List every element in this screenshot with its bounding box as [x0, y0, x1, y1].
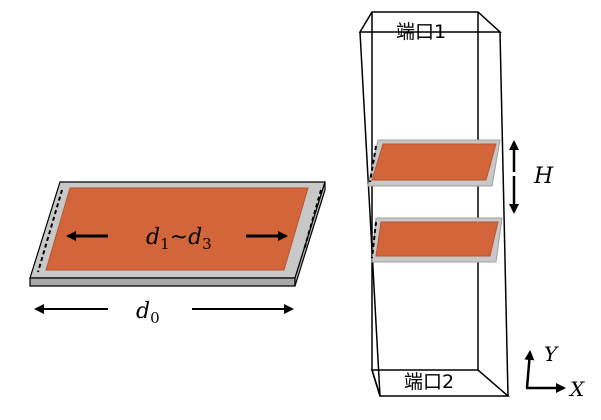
coordinate-axes: Y X	[524, 342, 585, 401]
waveguide-bottom-back-left	[371, 369, 381, 397]
waveguide	[358, 11, 511, 397]
port-bottom-label: 端口2	[404, 371, 454, 393]
upper-plate-copper	[371, 143, 497, 181]
waveguide-edge-right-front	[499, 31, 509, 397]
waveguide-edge-left-front	[359, 31, 381, 397]
upper-plate-dashed-edge	[369, 145, 377, 183]
lower-plate-dashed-edge	[371, 221, 377, 259]
copper-patch	[45, 187, 309, 271]
substrate-front-edge	[29, 277, 296, 287]
axis-x-label: X	[568, 377, 585, 401]
label-d-range: d1~d3	[146, 225, 212, 253]
label-h: H	[533, 164, 554, 189]
dashed-edge-right	[303, 189, 322, 251]
left-board: d1~d3 d0	[29, 181, 326, 327]
label-d0: d0	[136, 299, 160, 327]
lower-plate-copper	[375, 221, 499, 257]
h-spacing-indicator: H	[509, 140, 554, 214]
port-top-label: 端口1	[396, 21, 446, 43]
dashed-edge-left	[37, 189, 63, 273]
axis-y-label: Y	[544, 342, 559, 366]
axis-y-arrow	[524, 350, 535, 389]
inner-plates	[367, 139, 503, 263]
